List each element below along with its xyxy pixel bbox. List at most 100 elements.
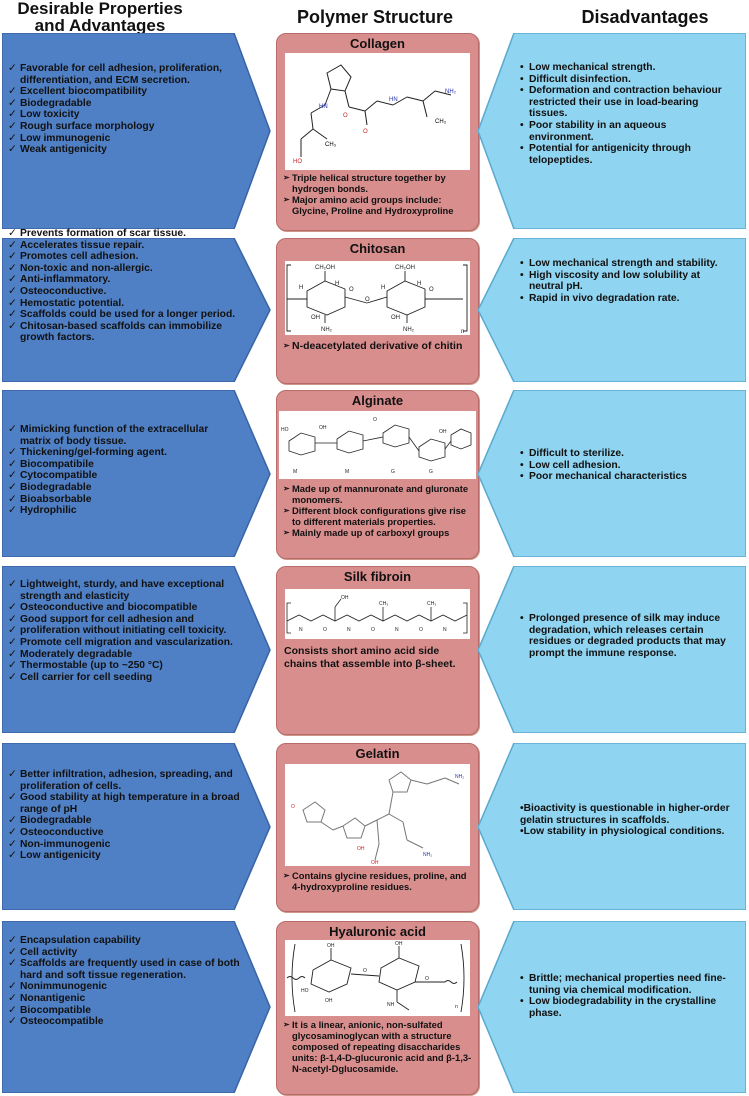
row-silk-fibroin: Lightweight, sturdy, and have exceptiona… <box>0 566 749 735</box>
structure-note: Different block configurations give rise… <box>283 505 474 527</box>
polymer-name: Chitosan <box>349 241 406 256</box>
svg-text:OH: OH <box>439 429 447 435</box>
svg-text:O: O <box>343 113 348 119</box>
disadvantage-item: Difficult to sterilize. <box>520 448 730 460</box>
disadvantages-arrow: •Bioactivity is questionable in higher-o… <box>478 743 746 910</box>
svg-text:HO: HO <box>281 427 289 433</box>
disadvantage-item: High viscosity and low solubility at neu… <box>520 270 730 293</box>
row-chitosan: Prevents formation of scar tissue. Accel… <box>0 228 749 384</box>
svg-text:HN: HN <box>389 97 398 103</box>
left-arrow-shape <box>478 743 746 910</box>
row-collagen: Favorable for cell adhesion, proliferati… <box>0 33 749 231</box>
advantage-item: Bioabsorbable <box>8 494 240 506</box>
svg-text:N: N <box>347 627 351 633</box>
svg-text:OH: OH <box>325 998 333 1004</box>
svg-text:CH₃: CH₃ <box>379 601 388 607</box>
svg-text:O: O <box>363 129 368 135</box>
advantage-item: Cell carrier for cell seeding <box>8 672 240 684</box>
structure-note: Major amino acid groups include: Glycine… <box>283 194 474 216</box>
svg-text:OH: OH <box>391 315 400 321</box>
row-alginate: Mimicking function of the extracellular … <box>0 390 749 559</box>
svg-text:G: G <box>429 469 433 475</box>
disadvantage-item: Difficult disinfection. <box>520 74 730 86</box>
svg-text:G: G <box>391 469 395 475</box>
polymer-name: Silk fibroin <box>343 569 412 584</box>
svg-text:O: O <box>419 627 423 633</box>
svg-text:N: N <box>299 627 303 633</box>
advantages-arrow: Lightweight, sturdy, and have exceptiona… <box>2 566 272 733</box>
svg-text:NH₂: NH₂ <box>403 327 415 333</box>
svg-text:H: H <box>335 281 339 287</box>
advantage-item: Good stability at high temperature in a … <box>8 792 240 815</box>
disadvantage-item: Low mechanical strength. <box>520 62 730 74</box>
advantage-item: Scaffolds are frequently used in case of… <box>8 958 240 981</box>
structure-note: N-deacetylated derivative of chitin <box>283 340 474 352</box>
advantage-item: Low toxicity <box>8 109 240 121</box>
svg-text:O: O <box>323 627 327 633</box>
svg-text:OH: OH <box>341 595 349 601</box>
svg-text:O: O <box>291 804 295 810</box>
row-hyaluronic-acid: Encapsulation capability Cell activity S… <box>0 921 749 1095</box>
polymer-name: Collagen <box>350 36 405 51</box>
disadvantage-item: Deformation and contraction behaviour re… <box>520 85 730 120</box>
disadvantages-arrow: Difficult to sterilize. Low cell adhesio… <box>478 390 746 557</box>
advantage-item: Nonantigenic <box>8 993 240 1005</box>
advantage-item: Rough surface morphology <box>8 121 240 133</box>
advantage-item: Nonimmunogenic <box>8 981 240 993</box>
svg-text:n: n <box>455 1004 458 1010</box>
structure-header: Polymer Structure <box>296 7 454 27</box>
advantage-item: Thermostable (up to ~250 °C) <box>8 660 240 672</box>
svg-text:O: O <box>349 287 354 293</box>
advantage-item: proliferation without initiating cell to… <box>8 625 240 637</box>
disadvantages-arrow: Low mechanical strength. Difficult disin… <box>478 33 746 229</box>
advantage-item: Excellent biocompatibility <box>8 86 240 98</box>
advantages-arrow: Encapsulation capability Cell activity S… <box>2 921 272 1093</box>
advantage-item: Low antigenicity <box>8 850 240 862</box>
advantage-item: Encapsulation capability <box>8 935 240 947</box>
advantage-item: Cytocompatible <box>8 470 240 482</box>
polymer-name: Hyaluronic acid <box>329 924 426 939</box>
advantage-item: Promotes cell adhesion. <box>8 251 240 263</box>
svg-text:O: O <box>429 287 434 293</box>
svg-text:HO: HO <box>293 159 302 165</box>
structure-note: Contains glycine residues, proline, and … <box>283 870 474 892</box>
row-gelatin: Better infiltration, adhesion, spreading… <box>0 743 749 912</box>
advantage-item: Biodegradable <box>8 482 240 494</box>
svg-text:H: H <box>417 281 421 287</box>
advantage-item: Mimicking function of the extracellular … <box>8 424 240 447</box>
svg-text:CH₃: CH₃ <box>435 119 447 125</box>
svg-text:H: H <box>299 285 303 291</box>
svg-text:N: N <box>443 627 447 633</box>
svg-text:NH: NH <box>387 1002 395 1008</box>
advantages-arrow: Prevents formation of scar tissue. Accel… <box>2 228 272 382</box>
disadvantages-arrow: Prolonged presence of silk may induce de… <box>478 566 746 733</box>
svg-text:N: N <box>395 627 399 633</box>
advantage-item: Chitosan-based scaffolds can immobilize … <box>8 321 240 344</box>
advantage-item: Hydrophilic <box>8 505 240 517</box>
advantage-item: Low immunogenic <box>8 133 240 145</box>
disadvantage-item: Low biodegradability in the crystalline … <box>520 996 730 1019</box>
svg-text:M: M <box>345 469 349 475</box>
svg-text:M: M <box>293 469 297 475</box>
disadvantage-item: Poor stability in an aqueous environment… <box>520 120 730 143</box>
advantage-item: Better infiltration, adhesion, spreading… <box>8 769 240 792</box>
advantage-item: Non-toxic and non-allergic. <box>8 263 240 275</box>
advantage-item: Biodegradable <box>8 815 240 827</box>
disadvantage-item: •Low stability in physiological conditio… <box>520 826 725 838</box>
disadvantages-header: Disadvantages <box>581 7 709 27</box>
advantage-item: Thickening/gel-forming agent. <box>8 447 240 459</box>
disadvantage-item: Poor mechanical characteristics <box>520 471 730 483</box>
advantage-item: Good support for cell adhesion and <box>8 614 240 626</box>
advantage-item: Promote cell migration and vascularizati… <box>8 637 240 649</box>
disadvantage-item: •Bioactivity is questionable in higher-o… <box>520 803 730 826</box>
advantage-item: Cell activity <box>8 947 240 959</box>
svg-text:O: O <box>371 627 375 633</box>
